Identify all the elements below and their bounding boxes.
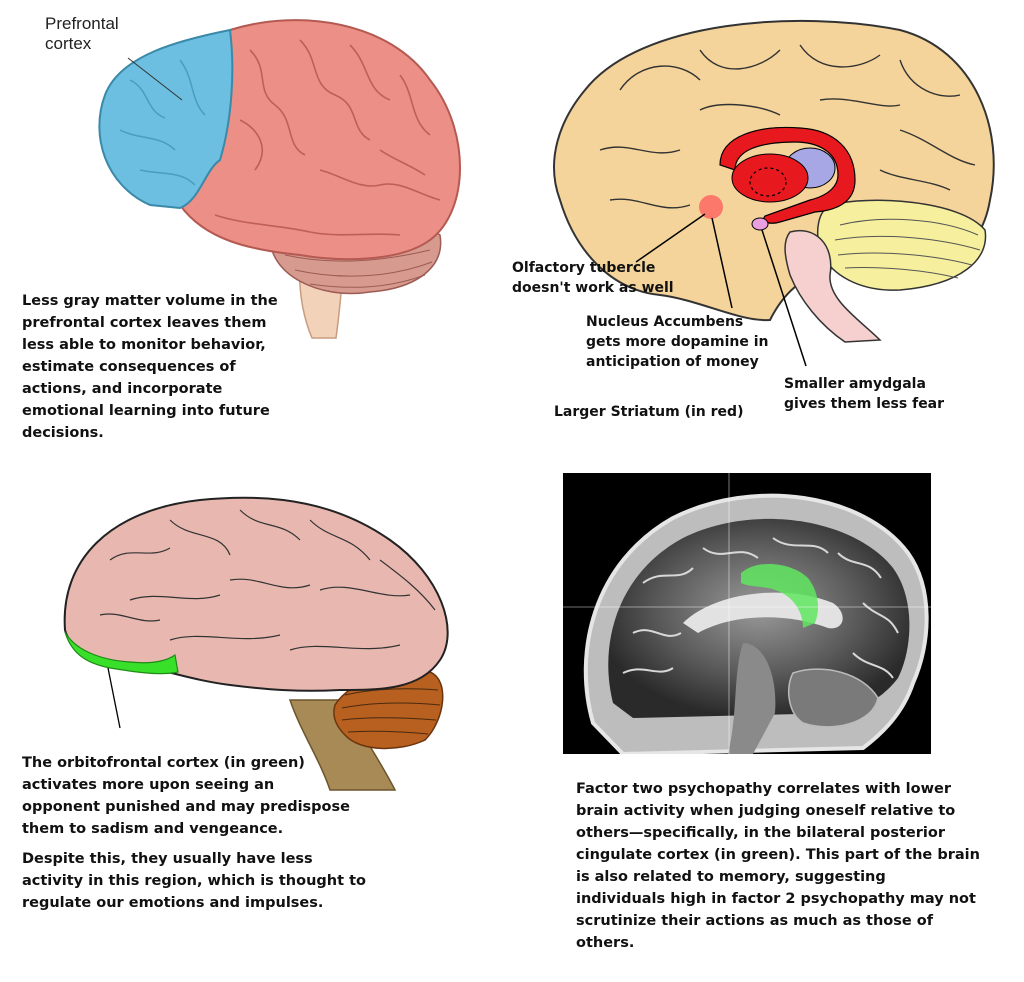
cerebellum-folds <box>284 249 433 288</box>
ofc-sulci <box>99 509 436 651</box>
amygdala <box>751 217 769 231</box>
prefrontal-caption: Less gray matter volume in the prefronta… <box>22 293 278 441</box>
mri-cerebellum <box>787 668 879 728</box>
mri-caption: Factor two psychopathy correlates with l… <box>576 781 980 951</box>
accumbens-leader-line <box>711 217 733 309</box>
nucleus-accumbens-label: Nucleus Accumbens gets more dopamine in … <box>586 314 769 370</box>
striatum-dashed-outline <box>749 167 787 197</box>
orbitofrontal-caption-2: Despite this, they usually have less act… <box>22 851 366 911</box>
mri-gyri <box>622 537 899 679</box>
olfactory-tubercle-glow <box>699 195 723 219</box>
striatum-label: Larger Striatum (in red) <box>554 404 744 420</box>
cerebellum-folia <box>834 218 981 279</box>
olfactory-tubercle-label: Olfactory tubercle doesn't work as well <box>512 260 674 296</box>
posterior-cingulate-highlight <box>741 563 819 628</box>
mri-brainstem <box>728 643 776 754</box>
sagittal-brainstem <box>784 229 882 343</box>
sagittal-sulci <box>599 44 976 209</box>
prefrontal-leader-line <box>127 57 183 101</box>
ofc-cerebellum-folia <box>341 688 441 735</box>
prefrontal-label: Prefrontal cortex <box>45 14 119 53</box>
striatum-body <box>731 153 809 203</box>
amygdala-leader-line <box>761 229 807 367</box>
olfactory-leader-line <box>635 213 706 263</box>
orbitofrontal-region <box>64 631 179 675</box>
mri-scan-image <box>563 473 931 754</box>
prefrontal-region <box>98 28 234 210</box>
cortex-folds <box>214 39 441 236</box>
prefrontal-folds <box>119 59 206 186</box>
orbitofrontal-caption-1: The orbitofrontal cortex (in green) acti… <box>22 755 350 837</box>
mri-brain-tissue <box>608 518 910 718</box>
amygdala-label: Smaller amydgala gives them less fear <box>784 376 945 412</box>
orbitofrontal-leader-line <box>107 667 121 729</box>
